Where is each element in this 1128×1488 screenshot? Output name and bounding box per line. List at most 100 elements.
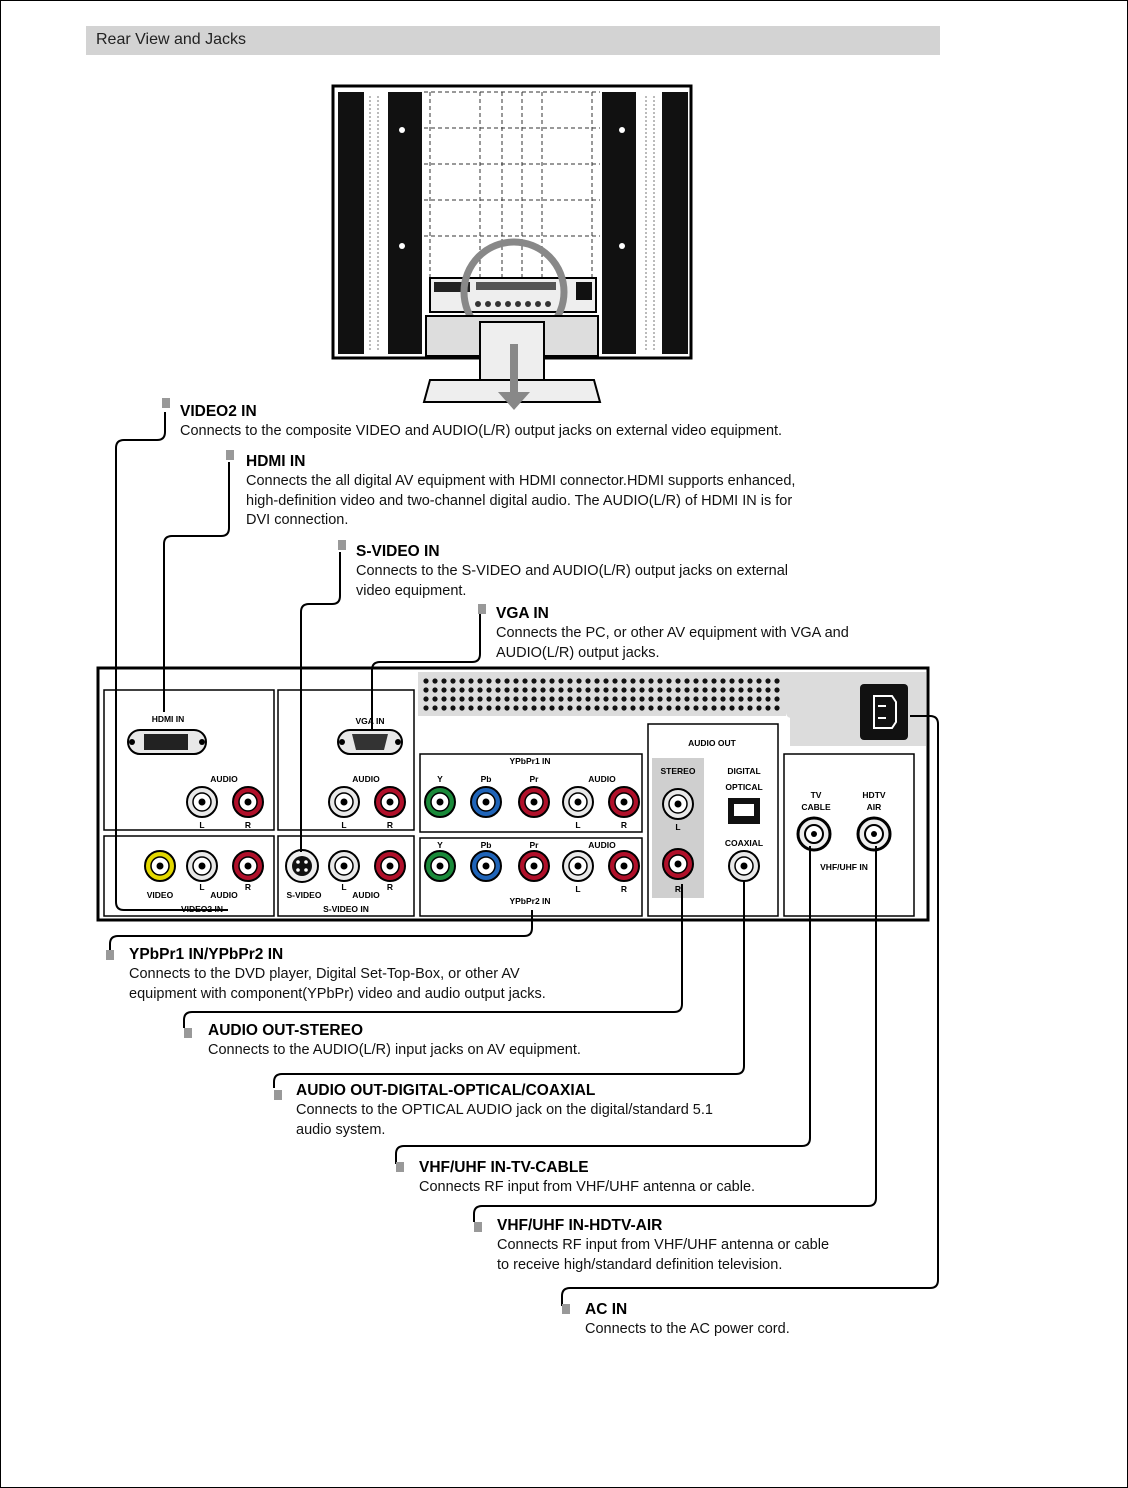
panel-label-right: R	[245, 820, 251, 830]
vent-hole	[549, 678, 555, 684]
vent-hole	[558, 696, 564, 702]
vent-hole	[612, 678, 618, 684]
vent-hole	[675, 678, 681, 684]
callout-line: Connects RF input from VHF/UHF antenna o…	[497, 1237, 830, 1253]
vent-hole	[522, 687, 528, 693]
vent-hole	[477, 687, 483, 693]
vent-hole	[747, 687, 753, 693]
panel-label-tv: TV	[811, 790, 822, 800]
vent-hole	[441, 678, 447, 684]
callout-line: Connects to the composite VIDEO and AUDI…	[180, 423, 783, 439]
vent-hole	[540, 678, 546, 684]
vent-hole	[513, 678, 519, 684]
vent-hole	[648, 696, 654, 702]
callout-s-video-in: S-VIDEO IN Connects to the S-VIDEO and A…	[356, 542, 788, 601]
rca-jack-pin	[198, 862, 206, 870]
panel-label-audio: AUDIO	[210, 890, 238, 900]
vent-hole	[522, 696, 528, 702]
vent-hole	[774, 678, 780, 684]
vent-hole	[612, 687, 618, 693]
vent-hole	[603, 705, 609, 711]
vent-hole	[621, 696, 627, 702]
panel-label-audio: AUDIO	[352, 774, 380, 784]
panel-label-hdmi-in: HDMI IN	[152, 714, 185, 724]
panel-label-right: R	[245, 882, 251, 892]
vent-hole	[423, 687, 429, 693]
panel-label-stereo: STEREO	[661, 766, 696, 776]
tv-rear-illustration	[331, 84, 693, 410]
callout-video2-in: VIDEO2 IN Connects to the composite VIDE…	[180, 402, 782, 442]
callout-title: AUDIO OUT-STEREO	[208, 1022, 364, 1039]
vent-hole	[477, 696, 483, 702]
callout-line: Connects the PC, or other AV equipment w…	[496, 625, 849, 641]
rca-jack-pin	[574, 862, 582, 870]
vent-hole	[711, 687, 717, 693]
vent-hole	[729, 696, 735, 702]
rca-jack-pin	[244, 862, 252, 870]
vent-hole	[594, 705, 600, 711]
vent-hole	[432, 678, 438, 684]
callout-tv-cable: VHF/UHF IN-TV-CABLE Connects RF input fr…	[419, 1158, 755, 1198]
vent-hole	[693, 705, 699, 711]
vent-hole	[576, 678, 582, 684]
vent-hole	[738, 678, 744, 684]
vent-hole	[675, 696, 681, 702]
vent-hole	[702, 687, 708, 693]
vent-hole	[774, 687, 780, 693]
callout-line: to receive high/standard definition tele…	[497, 1256, 783, 1273]
rca-jack-pin	[530, 798, 538, 806]
vent-hole	[666, 705, 672, 711]
vent-hole	[765, 678, 771, 684]
vent-hole	[567, 678, 573, 684]
vent-hole	[765, 696, 771, 702]
callout-title: HDMI IN	[246, 453, 306, 470]
panel-label-ypbpr2-in: YPbPr2 IN	[509, 896, 550, 906]
vent-hole	[765, 687, 771, 693]
panel-label-audio: AUDIO	[210, 774, 238, 784]
section-header-bar: Rear View and Jacks	[86, 26, 940, 55]
vent-hole	[639, 696, 645, 702]
vent-hole	[765, 705, 771, 711]
vent-hole	[522, 705, 528, 711]
vent-hole	[702, 696, 708, 702]
panel-label-coaxial: COAXIAL	[725, 838, 763, 848]
vent-hole	[495, 687, 501, 693]
vent-hole	[720, 696, 726, 702]
vent-hole	[513, 687, 519, 693]
callout-line: video equipment.	[356, 582, 467, 599]
callout-title: VHF/UHF IN-TV-CABLE	[419, 1159, 589, 1176]
vent-hole	[630, 678, 636, 684]
vent-hole	[504, 678, 510, 684]
panel-label-audio: AUDIO	[588, 774, 616, 784]
panel-label-ypbpr1-in: YPbPr1 IN	[509, 756, 550, 766]
rca-jack-pin	[620, 862, 628, 870]
panel-label-vga-in: VGA IN	[356, 716, 385, 726]
vent-hole	[693, 696, 699, 702]
rca-jack-pin	[482, 798, 490, 806]
callout-title: AUDIO OUT-DIGITAL-OPTICAL/COAXIAL	[296, 1082, 596, 1099]
panel-label-audio: AUDIO	[588, 840, 616, 850]
panel-label-right: R	[621, 820, 627, 830]
vent-hole	[531, 696, 537, 702]
vent-hole	[675, 687, 681, 693]
panel-label-s-video: S-VIDEO	[287, 890, 322, 900]
vent-hole	[450, 696, 456, 702]
vent-hole	[423, 705, 429, 711]
vent-hole	[585, 678, 591, 684]
vent-hole	[747, 696, 753, 702]
vent-hole	[648, 678, 654, 684]
vent-hole	[486, 687, 492, 693]
vent-hole	[468, 687, 474, 693]
panel-label-left: L	[199, 820, 204, 830]
vent-hole	[531, 705, 537, 711]
vent-hole	[576, 696, 582, 702]
vent-hole	[693, 678, 699, 684]
rca-jack-pin	[436, 798, 444, 806]
rca-jack-pin	[156, 862, 164, 870]
vent-hole	[756, 687, 762, 693]
rca-jack-pin	[530, 862, 538, 870]
vent-hole	[657, 687, 663, 693]
panel-label-video: VIDEO	[147, 890, 174, 900]
vent-hole	[450, 678, 456, 684]
